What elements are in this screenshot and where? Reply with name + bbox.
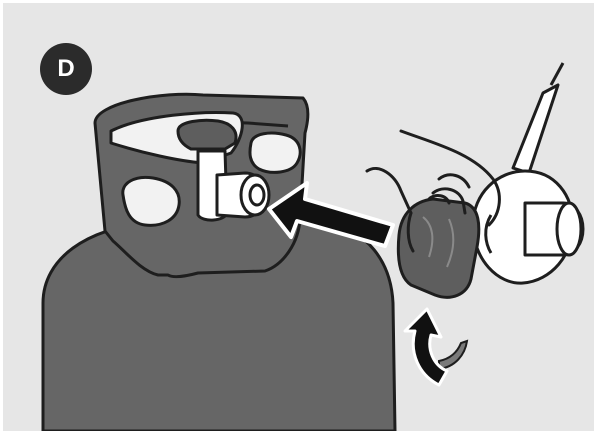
step-badge: D <box>40 43 92 95</box>
illustration-panel: D <box>3 3 594 431</box>
gas-regulator-icon <box>398 63 583 297</box>
step-label: D <box>57 55 74 83</box>
tighten-rotation-arrow-icon <box>405 309 467 385</box>
